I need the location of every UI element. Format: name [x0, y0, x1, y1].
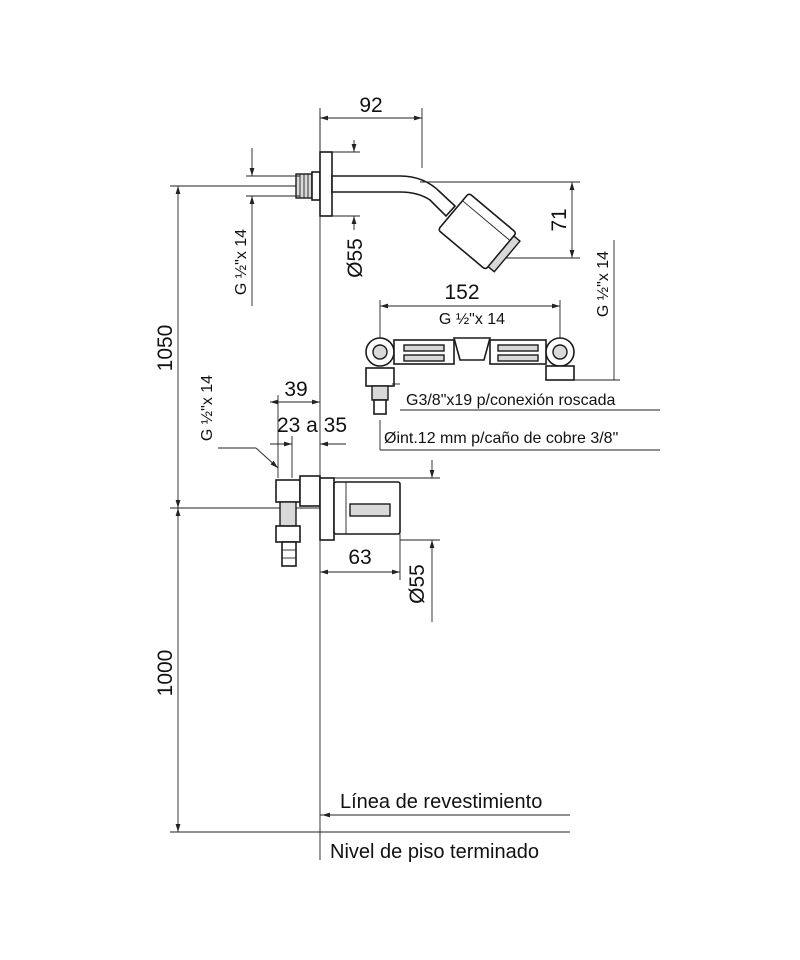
dimension-63-label: 63 — [348, 546, 371, 569]
dimension-63: 63 — [320, 534, 401, 580]
dimension-71: 71 — [420, 181, 580, 259]
valve-handle-assembly — [275, 475, 401, 567]
valve-center — [452, 337, 492, 361]
thread-right-label: G ½"x 14 — [595, 251, 612, 317]
thread-callout-top-left: G ½"x 14 — [233, 148, 300, 306]
dimension-152: 152 G ½"x 14 — [379, 281, 561, 338]
valve-thread-label: G ½"x 14 — [439, 311, 505, 328]
diameter-55-bottom: Ø55 — [400, 539, 440, 622]
cobre-note: Øint.12 mm p/caño de cobre 3/8" — [384, 430, 618, 447]
thread-left-mid-label: G ½"x 14 — [199, 375, 216, 441]
side-valve — [275, 479, 301, 503]
nivel-label: Nivel de piso terminado — [330, 841, 539, 863]
copper-pipe-stub — [373, 399, 387, 415]
height-1000-label: 1000 — [154, 650, 177, 697]
dimension-23-35: 23 a 35 — [270, 414, 347, 478]
thread-callout-left-mid: G ½"x 14 — [199, 375, 279, 469]
finish-labels: Línea de revestimiento Nivel de piso ter… — [320, 791, 570, 863]
diameter-55-top-label: Ø55 — [344, 238, 367, 278]
conexion-note: G3/8"x19 p/conexión roscada — [406, 392, 615, 409]
diameter-55-top: Ø55 — [332, 140, 367, 278]
height-dimension-1000: 1000 — [154, 508, 181, 832]
thread-top-left-label: G ½"x 14 — [233, 229, 250, 295]
connection-notes: G3/8"x19 p/conexión roscada Øint.12 mm p… — [379, 383, 660, 451]
dimension-92: 92 — [319, 94, 423, 168]
shower-arm — [331, 175, 457, 218]
dimension-71-label: 71 — [548, 208, 571, 231]
dimension-39: 39 — [270, 378, 320, 478]
shower-head — [438, 193, 521, 273]
valve-body — [365, 337, 575, 415]
dimension-92-label: 92 — [359, 94, 382, 117]
shower-arm-assembly — [295, 151, 521, 273]
dimension-39-label: 39 — [284, 378, 307, 401]
handle-top-marker — [334, 460, 440, 479]
thread-callout-right: G ½"x 14 — [574, 240, 620, 381]
linea-label: Línea de revestimiento — [340, 791, 542, 813]
connector-nut — [365, 367, 395, 387]
diameter-55-bottom-label: Ø55 — [406, 564, 429, 604]
dimension-152-label: 152 — [444, 281, 479, 304]
height-1050-label: 1050 — [154, 325, 177, 372]
dimension-23-35-label: 23 a 35 — [277, 414, 347, 437]
height-dimension-1050: 1050 — [154, 185, 320, 509]
handle-flange — [319, 477, 335, 541]
shower-flange — [319, 151, 333, 217]
